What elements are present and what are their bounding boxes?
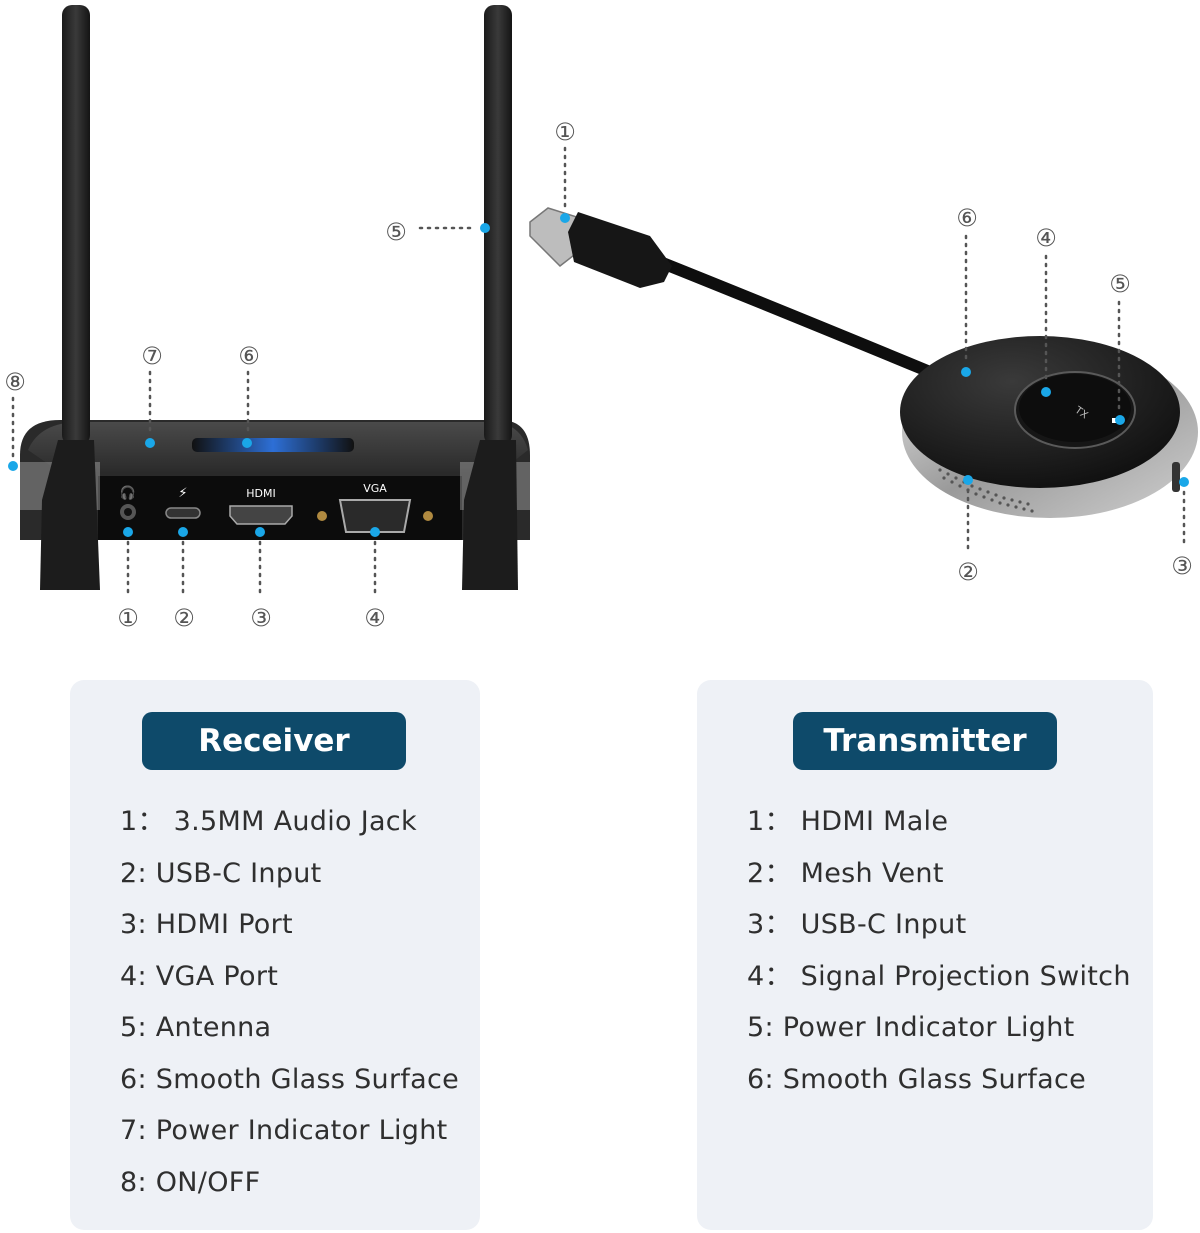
transmitter-item-4: 4： Signal Projection Switch — [747, 960, 1131, 992]
receiver-item-4: 4: VGA Port — [120, 960, 279, 992]
receiver-legend-panel: Receiver 1： 3.5MM Audio Jack 2: USB-C In… — [70, 680, 480, 1230]
transmitter-item-3: 3： USB-C Input — [747, 909, 967, 940]
audio-jack-port: 🎧 — [120, 485, 136, 520]
receiver-item-3: 3: HDMI Port — [120, 909, 293, 940]
transmitter-item-1: 1： HDMI Male — [747, 806, 949, 837]
receiver-device: 🎧 ⚡ HDMI VGA — [4, 5, 530, 632]
transmitter-item-6: 6: Smooth Glass Surface — [747, 1063, 1087, 1095]
hdmi-label: HDMI — [246, 487, 275, 500]
receiver-left-antenna — [40, 5, 100, 590]
receiver-item-7: 7: Power Indicator Light — [120, 1115, 448, 1146]
receiver-markers — [8, 223, 490, 537]
receiver-callout-6: ⑥ — [238, 342, 260, 370]
receiver-item-1: 1： 3.5MM Audio Jack — [120, 806, 417, 837]
hdmi-male-plug — [529, 207, 672, 288]
receiver-callout-3: ③ — [250, 604, 272, 632]
transmitter-callout-1: ① — [554, 118, 576, 146]
receiver-callout-4: ④ — [364, 604, 386, 632]
hdmi-port: HDMI — [229, 487, 293, 525]
receiver-item-8: 8: ON/OFF — [120, 1166, 261, 1198]
transmitter-callout-6: ⑥ — [956, 204, 978, 232]
receiver-callout-1: ① — [117, 604, 139, 632]
transmitter-device: TX ① ② ③ ④ ⑤ ⑥ — [529, 118, 1198, 586]
receiver-item-6: 6: Smooth Glass Surface — [120, 1063, 460, 1095]
transmitter-callout-3: ③ — [1171, 552, 1193, 580]
transmitter-legend-panel: Transmitter 1： HDMI Male 2： Mesh Vent 3：… — [697, 680, 1153, 1230]
usb-c-port: ⚡ — [165, 486, 201, 519]
vga-label: VGA — [363, 482, 387, 495]
receiver-right-antenna — [462, 5, 518, 590]
svg-text:⚡: ⚡ — [178, 486, 187, 501]
transmitter-callout-2: ② — [957, 558, 979, 586]
receiver-title: Receiver — [142, 712, 406, 770]
transmitter-item-2: 2： Mesh Vent — [747, 857, 944, 889]
transmitter-cable — [654, 256, 936, 378]
transmitter-markers — [560, 213, 1189, 487]
transmitter-item-5: 5: Power Indicator Light — [747, 1012, 1075, 1043]
transmitter-callout-4: ④ — [1035, 224, 1057, 252]
transmitter-usb-c-port — [1172, 462, 1180, 492]
svg-text:🎧: 🎧 — [120, 485, 136, 501]
transmitter-title: Transmitter — [793, 712, 1057, 770]
transmitter-item-list: 1： HDMI Male 2： Mesh Vent 3： USB-C Input… — [747, 802, 1131, 1111]
product-illustration: 🎧 ⚡ HDMI VGA — [4, 5, 1198, 632]
receiver-item-list: 1： 3.5MM Audio Jack 2: USB-C Input 3: HD… — [120, 802, 459, 1214]
receiver-callout-8: ⑧ — [4, 368, 26, 396]
receiver-item-5: 5: Antenna — [120, 1012, 272, 1043]
receiver-led-strip — [192, 438, 354, 452]
signal-projection-switch: TX — [1014, 371, 1136, 449]
vga-port: VGA — [317, 482, 433, 533]
receiver-callout-7: ⑦ — [141, 342, 163, 370]
receiver-item-2: 2: USB-C Input — [120, 857, 322, 889]
receiver-callout-2: ② — [173, 604, 195, 632]
receiver-callout-5: ⑤ — [385, 218, 407, 246]
transmitter-callout-5: ⑤ — [1109, 270, 1131, 298]
